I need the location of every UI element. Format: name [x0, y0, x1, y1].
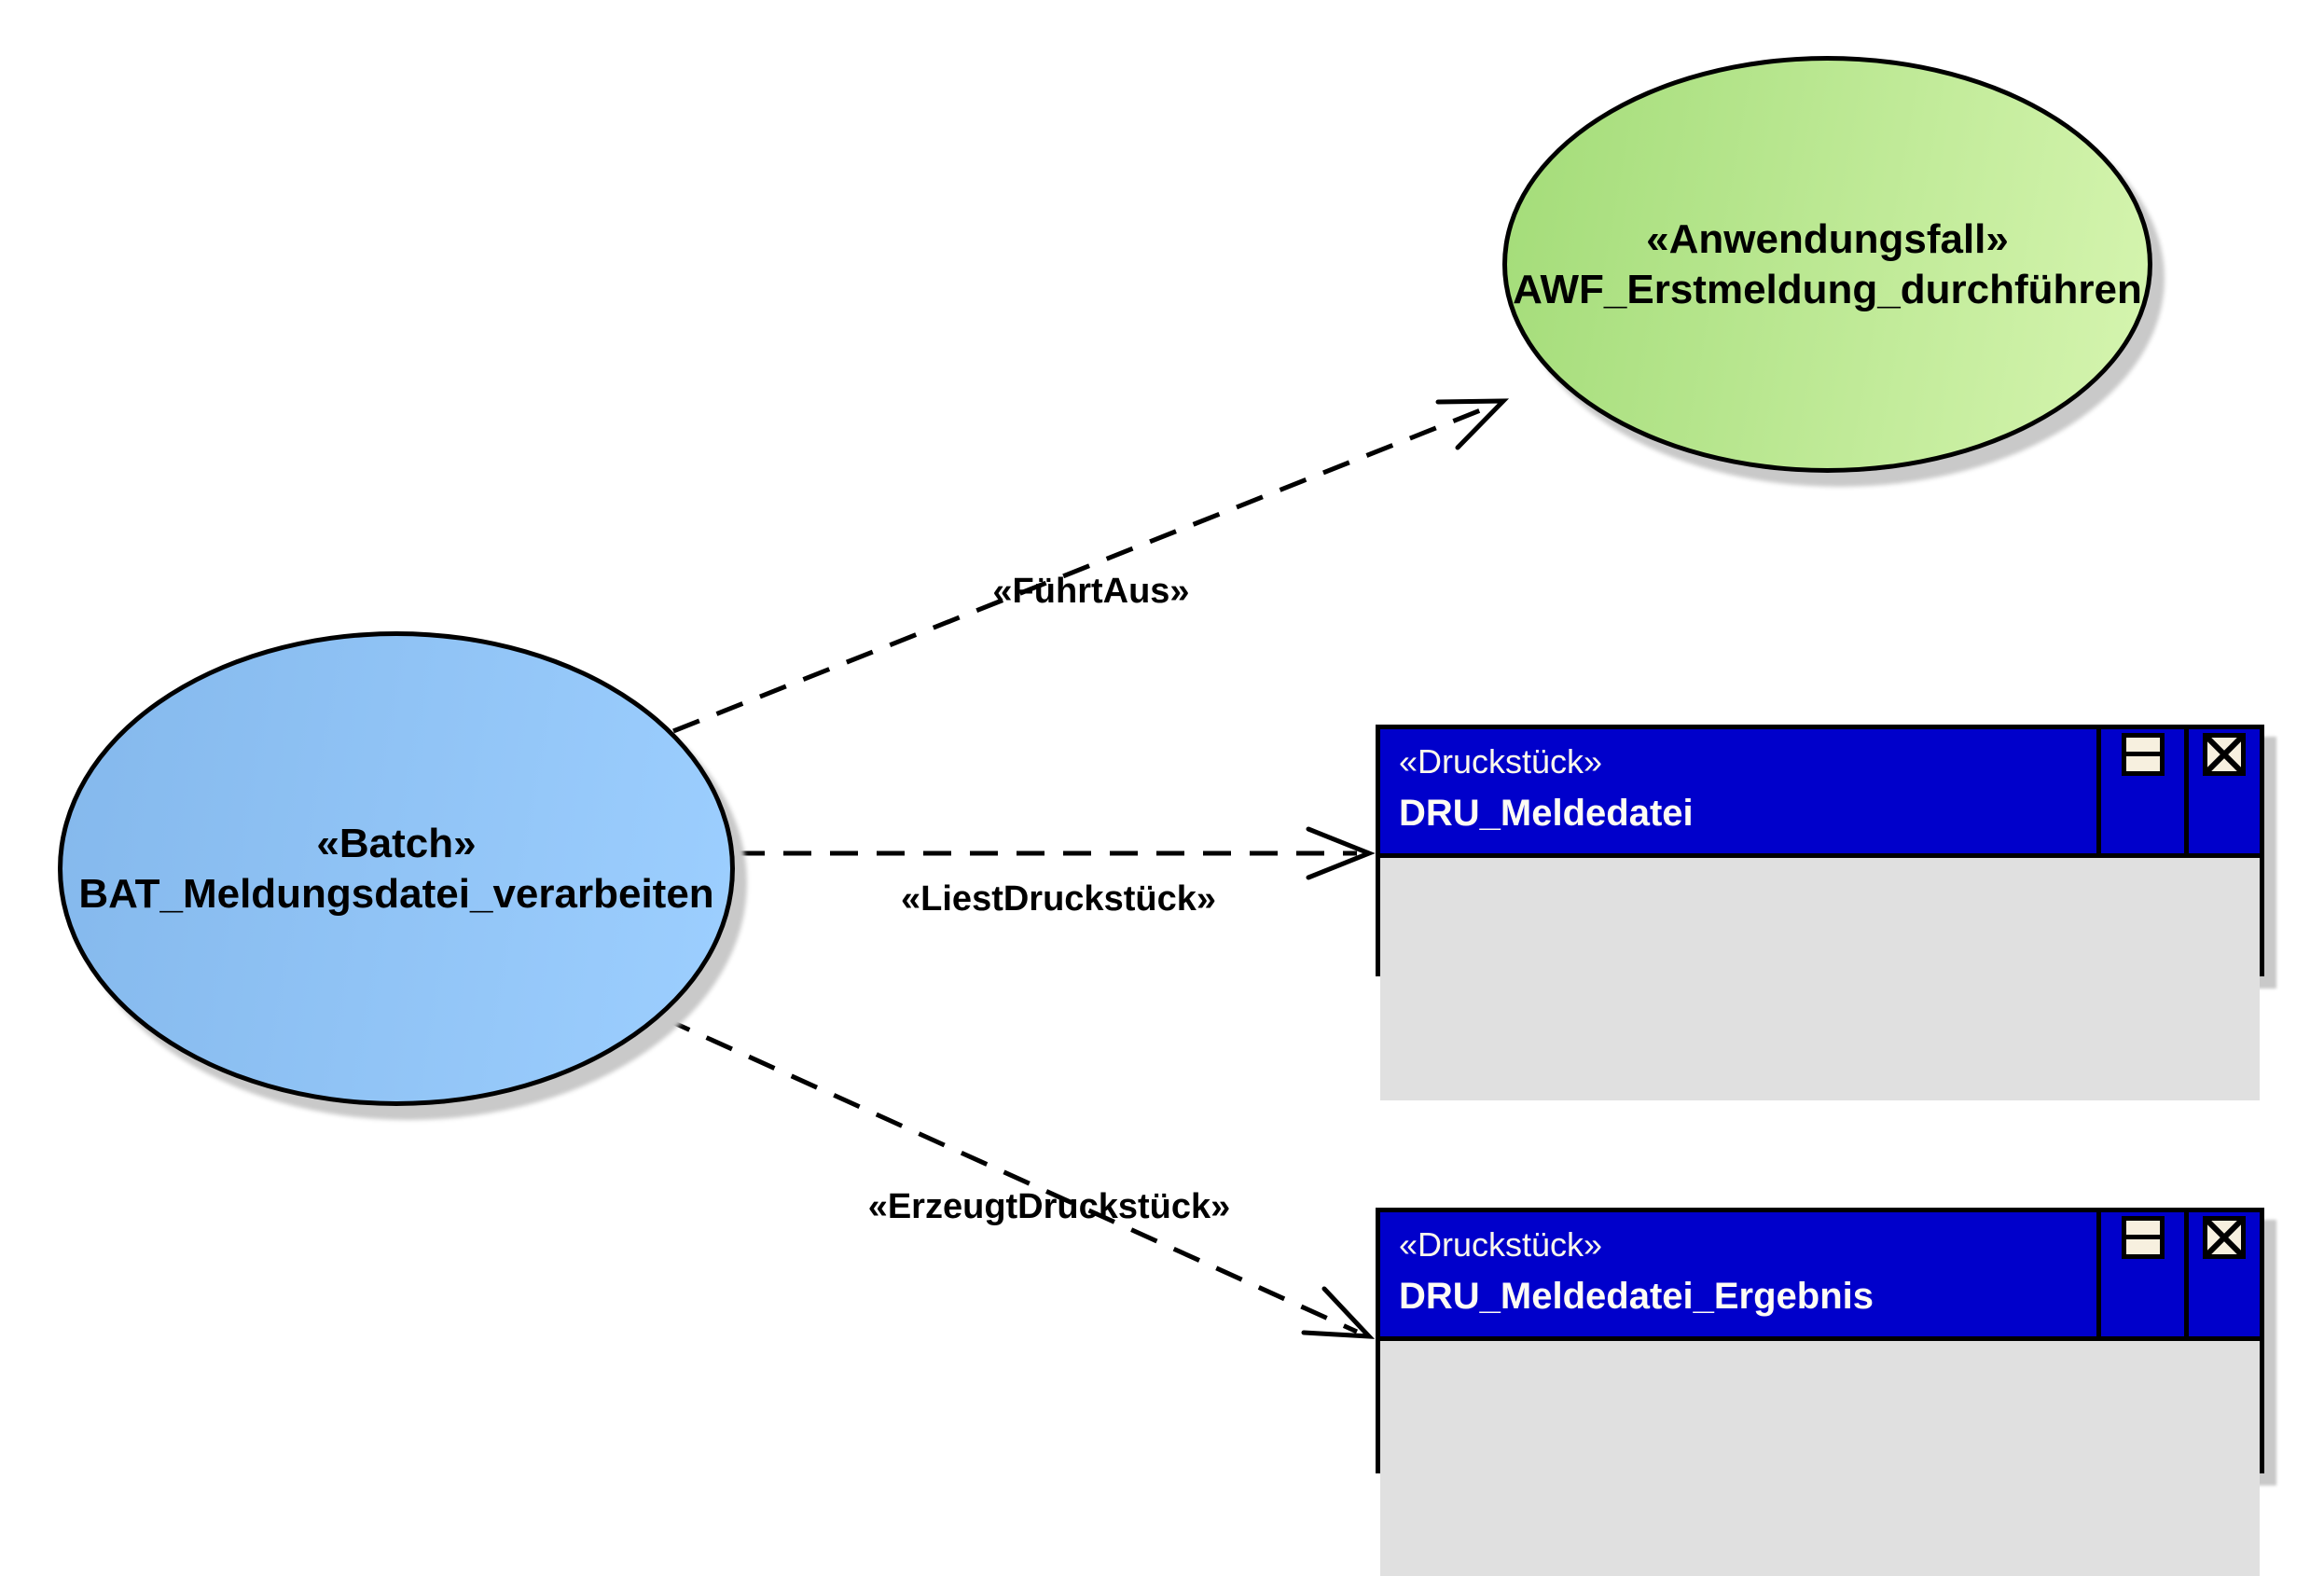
artifact-body: [1380, 858, 2260, 1100]
usecase-node-awf-erstmeldung[interactable]: «Anwendungsfall» AWF_Erstmeldung_durchfü…: [1502, 56, 2152, 473]
crossed-box-icon: [2203, 733, 2246, 776]
artifact-icon-cell: [2184, 729, 2260, 853]
liestdruckstueck-connector[interactable]: [737, 826, 1376, 880]
batch-stereotype: «Batch»: [316, 820, 477, 866]
artifact-header: «Druckstück» DRU_Meldedatei: [1380, 729, 2260, 858]
document-icon-cell: [2096, 729, 2184, 853]
artifact-title: «Druckstück» DRU_Meldedatei: [1380, 729, 2096, 853]
artifact-icon-cell: [2184, 1212, 2260, 1336]
artifact-body: [1380, 1341, 2260, 1576]
artifact-name: DRU_Meldedatei_Ergebnis: [1399, 1276, 1874, 1317]
usecase-name: AWF_Erstmeldung_durchführen: [1513, 266, 2142, 312]
artifact-header: «Druckstück» DRU_Meldedatei_Ergebnis: [1380, 1212, 2260, 1341]
connector-label-liestdruckstueck[interactable]: «LiestDruckstück»: [901, 879, 1216, 919]
artifact-name: DRU_Meldedatei: [1399, 793, 1694, 834]
crossed-box-icon: [2203, 1216, 2246, 1259]
connector-label-fuehrtaus[interactable]: «FührtAus»: [992, 572, 1190, 611]
document-icon-cell: [2096, 1212, 2184, 1336]
artifact-node-dru-meldedatei-ergebnis[interactable]: «Druckstück» DRU_Meldedatei_Ergebnis: [1376, 1208, 2264, 1576]
batch-node-bat-meldungsdatei[interactable]: «Batch» BAT_Meldungsdatei_verarbeiten: [58, 631, 735, 1106]
fuehrtaus-connector[interactable]: [672, 398, 1510, 734]
erzeugtdruckstueck-connector[interactable]: [662, 1016, 1376, 1339]
connector-label-erzeugtdruckstueck[interactable]: «ErzeugtDruckstück»: [867, 1187, 1231, 1226]
stacked-document-icon: [2121, 733, 2165, 776]
artifact-node-dru-meldedatei[interactable]: «Druckstück» DRU_Meldedatei: [1376, 725, 2264, 1100]
usecase-stereotype: «Anwendungsfall»: [1646, 215, 2009, 262]
batch-name: BAT_Meldungsdatei_verarbeiten: [78, 870, 714, 917]
artifact-title: «Druckstück» DRU_Meldedatei_Ergebnis: [1380, 1212, 2096, 1336]
artifact-stereotype: «Druckstück»: [1399, 742, 1603, 781]
artifact-stereotype: «Druckstück»: [1399, 1225, 1603, 1264]
stacked-document-icon: [2121, 1216, 2165, 1259]
